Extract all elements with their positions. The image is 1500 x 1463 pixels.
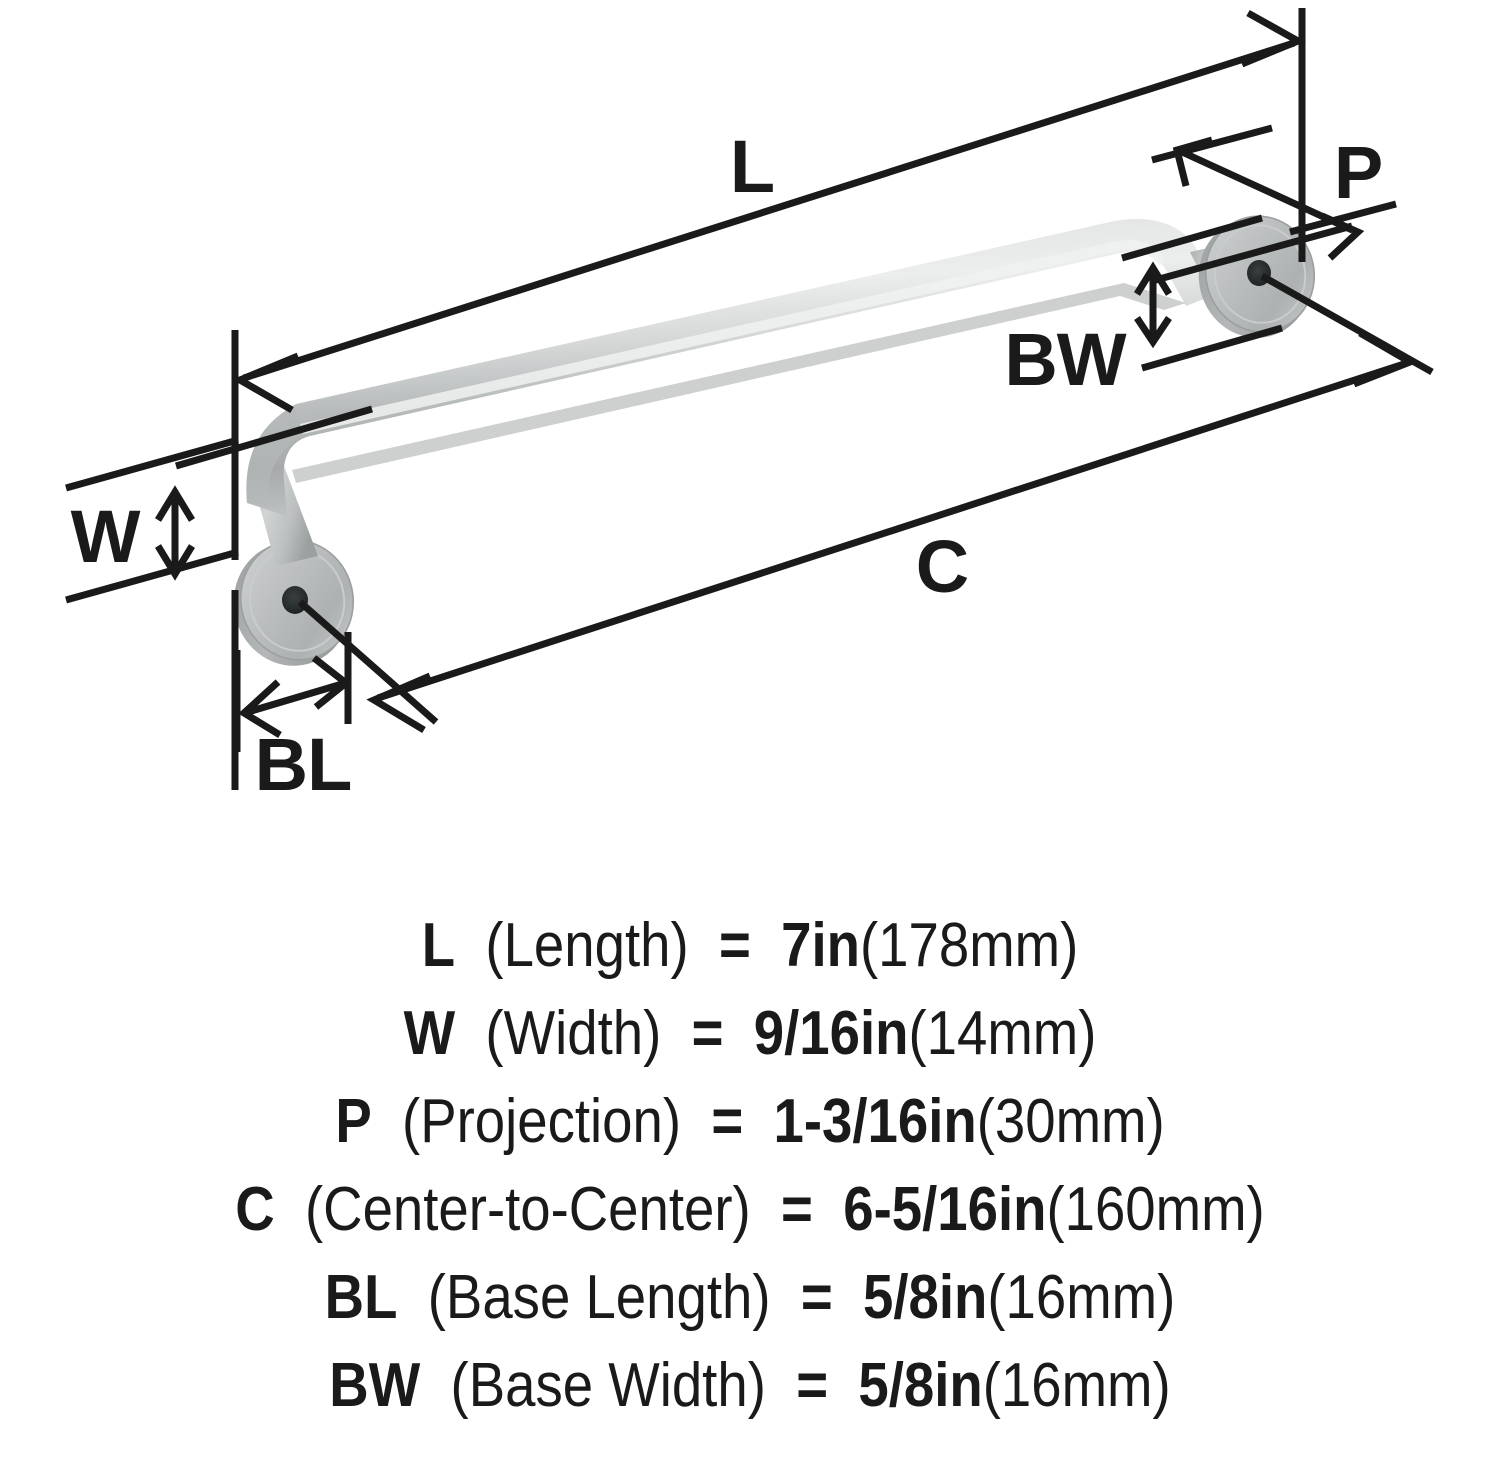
bw-extension-top bbox=[1121, 214, 1263, 262]
legend-eq-W: = bbox=[691, 999, 724, 1068]
legend-eq-BL: = bbox=[800, 1263, 833, 1332]
legend-row-P: P (Projection) = 1-3/16in(30mm) bbox=[90, 1078, 1410, 1166]
p-extension-lower bbox=[1289, 200, 1397, 236]
product-diagram: L P BW W C BL bbox=[65, 8, 1434, 806]
legend-row-W: W (Width) = 9/16in(14mm) bbox=[90, 990, 1410, 1078]
bar-shadow-band bbox=[292, 283, 1186, 483]
w-arrowhead-top bbox=[155, 485, 195, 522]
legend-value-BL: 5/8in bbox=[863, 1263, 988, 1332]
label-P: P bbox=[1334, 131, 1382, 214]
legend-name-P: (Projection) bbox=[402, 1087, 682, 1156]
legend-metric-W: (14mm) bbox=[908, 999, 1097, 1068]
legend-symbol-C: C bbox=[235, 1175, 275, 1244]
legend-row-BW: BW (Base Width) = 5/8in(16mm) bbox=[90, 1342, 1410, 1430]
bl-arrowhead-left bbox=[238, 679, 282, 738]
c-arrowhead-left bbox=[366, 672, 432, 734]
legend-eq-L: = bbox=[718, 911, 751, 980]
pull-handle-graphic bbox=[233, 215, 1316, 666]
dimension-labels: L P BW W C BL bbox=[71, 125, 1384, 806]
diagram-svg: L P BW W C BL bbox=[65, 8, 1434, 806]
p-arrowhead-lower bbox=[1320, 212, 1365, 261]
legend-value-W: 9/16in bbox=[753, 999, 909, 1068]
legend-name-BW: (Base Width) bbox=[450, 1351, 766, 1420]
p-arrowhead-upper bbox=[1172, 136, 1213, 187]
legend-symbol-BL: BL bbox=[324, 1263, 398, 1332]
w-arrowhead-bottom bbox=[155, 544, 195, 581]
right-flange-inner-ring bbox=[1213, 224, 1307, 324]
legend-name-L: (Length) bbox=[485, 911, 689, 980]
w-extension-top bbox=[65, 436, 239, 492]
l-dimension-line bbox=[242, 39, 1296, 382]
legend-eq-P: = bbox=[711, 1087, 744, 1156]
legend-row-BL: BL (Base Length) = 5/8in(16mm) bbox=[90, 1254, 1410, 1342]
p-extension-upper bbox=[1151, 124, 1273, 164]
dimension-annotations bbox=[65, 8, 1434, 790]
bl-dimension-line bbox=[247, 680, 343, 716]
legend-value-BW: 5/8in bbox=[858, 1351, 983, 1420]
legend-value-P: 1-3/16in bbox=[773, 1087, 977, 1156]
dimension-legend: L (Length) = 7in(178mm) W (Width) = 9/16… bbox=[0, 880, 1500, 1463]
bw-arrowhead-top bbox=[1134, 261, 1172, 296]
legend-value-C: 6-5/16in bbox=[843, 1175, 1047, 1244]
label-BL: BL bbox=[255, 723, 352, 806]
l-arrowhead-right bbox=[1240, 9, 1307, 68]
bw-extension-bottom bbox=[1141, 324, 1283, 372]
legend-metric-BL: (16mm) bbox=[987, 1263, 1176, 1332]
legend-symbol-W: W bbox=[403, 999, 456, 1068]
legend-metric-P: (30mm) bbox=[976, 1087, 1165, 1156]
w-extension-bottom bbox=[65, 548, 239, 604]
l-extension-right-tick bbox=[1151, 222, 1353, 285]
legend-metric-C: (160mm) bbox=[1046, 1175, 1265, 1244]
legend-symbol-BW: BW bbox=[329, 1351, 421, 1420]
label-W: W bbox=[71, 495, 141, 578]
legend-name-W: (Width) bbox=[485, 999, 662, 1068]
l-arrowhead-left bbox=[232, 352, 300, 414]
legend-metric-L: (178mm) bbox=[860, 911, 1079, 980]
legend-metric-BW: (16mm) bbox=[982, 1351, 1171, 1420]
bar-top-highlight bbox=[300, 240, 1164, 434]
c-dimension-line bbox=[376, 360, 1406, 702]
legend-symbol-P: P bbox=[335, 1087, 372, 1156]
legend-name-BL: (Base Length) bbox=[427, 1263, 771, 1332]
legend-name-C: (Center-to-Center) bbox=[305, 1175, 751, 1244]
label-L: L bbox=[730, 125, 774, 208]
label-C: C bbox=[916, 525, 968, 608]
legend-eq-C: = bbox=[781, 1175, 813, 1244]
legend-row-L: L (Length) = 7in(178mm) bbox=[90, 902, 1410, 990]
c-leader-left bbox=[297, 599, 439, 725]
l-extension-left-tick bbox=[175, 405, 373, 470]
legend-symbol-L: L bbox=[421, 911, 456, 980]
bl-arrowhead-right bbox=[311, 655, 352, 710]
legend-eq-BW: = bbox=[796, 1351, 829, 1420]
c-arrowhead-right bbox=[1352, 329, 1419, 388]
bw-arrowhead-bottom bbox=[1134, 316, 1172, 349]
legend-value-L: 7in bbox=[781, 911, 860, 980]
label-BW: BW bbox=[1004, 318, 1126, 401]
legend-row-C: C (Center-to-Center) = 6-5/16in(160mm) bbox=[90, 1166, 1410, 1254]
